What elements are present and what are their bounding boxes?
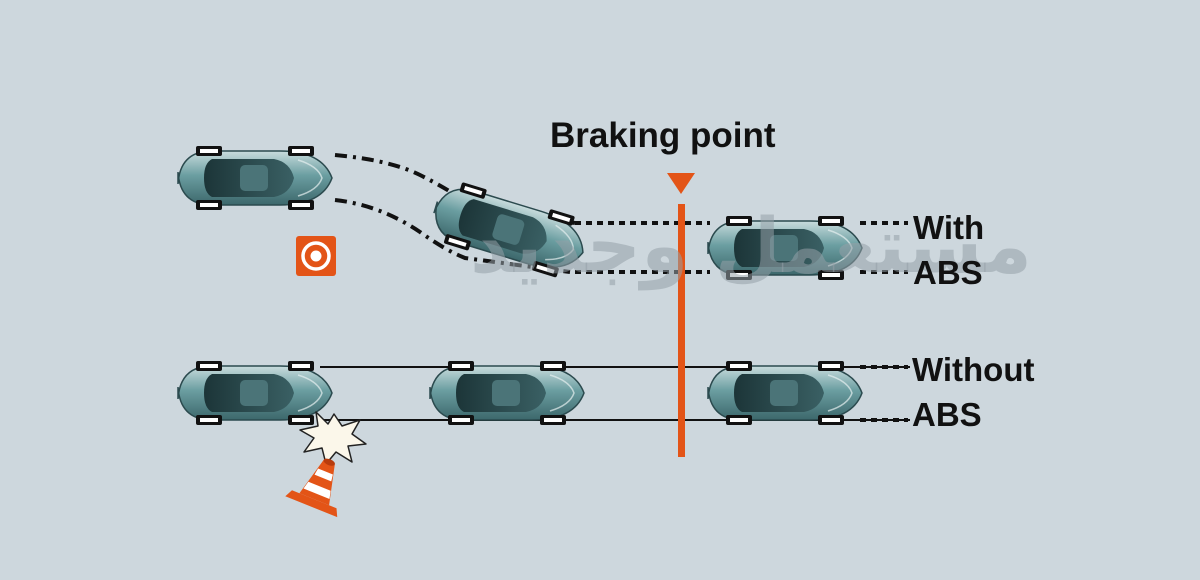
without-abs-label-line2: ABS (912, 396, 982, 433)
car-without-abs-middle (429, 360, 585, 426)
watermark: مستعمل وجديد (470, 201, 1032, 290)
car-with-abs-start (177, 145, 333, 211)
car-without-abs-start (177, 360, 333, 426)
with-abs-path-lower (334, 198, 571, 274)
traffic-cone-icon (285, 458, 338, 518)
braking-line (678, 204, 685, 457)
braking-point-title: Braking point (550, 116, 776, 155)
target-icon (296, 236, 336, 276)
braking-marker-icon (667, 173, 695, 194)
car-without-abs-stopped (707, 360, 863, 426)
with-abs-path-upper (334, 153, 576, 225)
without-abs-label-line1: Without (912, 351, 1035, 388)
with-abs-label-line2: ABS (913, 254, 983, 291)
with-abs-label-line1: With (913, 209, 985, 246)
